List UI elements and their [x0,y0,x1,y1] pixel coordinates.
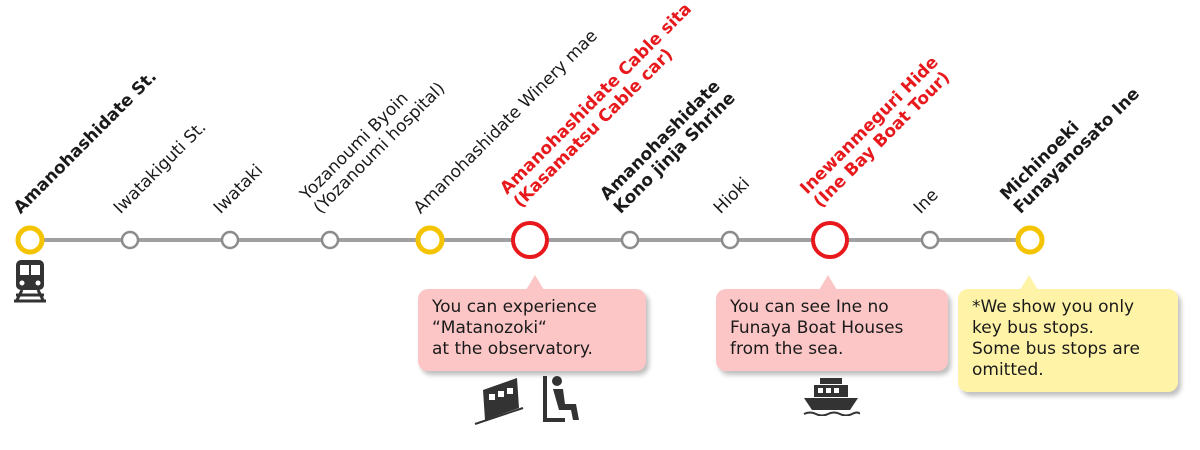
stop-marker-regular [920,230,940,250]
callout-line: *We show you only [972,297,1135,317]
stop-marker-regular [220,230,240,250]
callout-cable-car: You can experience “Matanozoki“ at the o… [418,275,646,371]
stop-marker-key [15,225,45,255]
stop-marker-regular [720,230,740,250]
callout-line: “Matanozoki“ [432,318,547,338]
callout-line: Some bus stops are [972,339,1140,359]
callout-boat-tour: You can see Ine no Funaya Boat Houses fr… [716,275,948,371]
stop-marker-highlight [811,221,849,259]
callout-line: from the sea. [730,339,844,359]
callout-line: at the observatory. [432,339,593,359]
callout-note: *We show you only key bus stops. Some bu… [958,275,1178,392]
callout-line: key bus stops. [972,318,1094,338]
callout-line: You can see Ine no [730,297,889,317]
train-icon [14,260,46,303]
cable-car-icon [474,378,524,425]
chairlift-icon [543,376,579,422]
callout-line: You can experience [432,297,597,317]
stop-marker-highlight [511,221,549,259]
stop-marker-key [415,225,445,255]
stop-markers [15,221,1045,259]
callout-line: omitted. [972,360,1044,380]
boat-icon [803,378,860,416]
stop-marker-regular [620,230,640,250]
stop-marker-regular [320,230,340,250]
stop-marker-regular [120,230,140,250]
stop-marker-key [1015,225,1045,255]
callout-line: Funaya Boat Houses [730,318,904,338]
